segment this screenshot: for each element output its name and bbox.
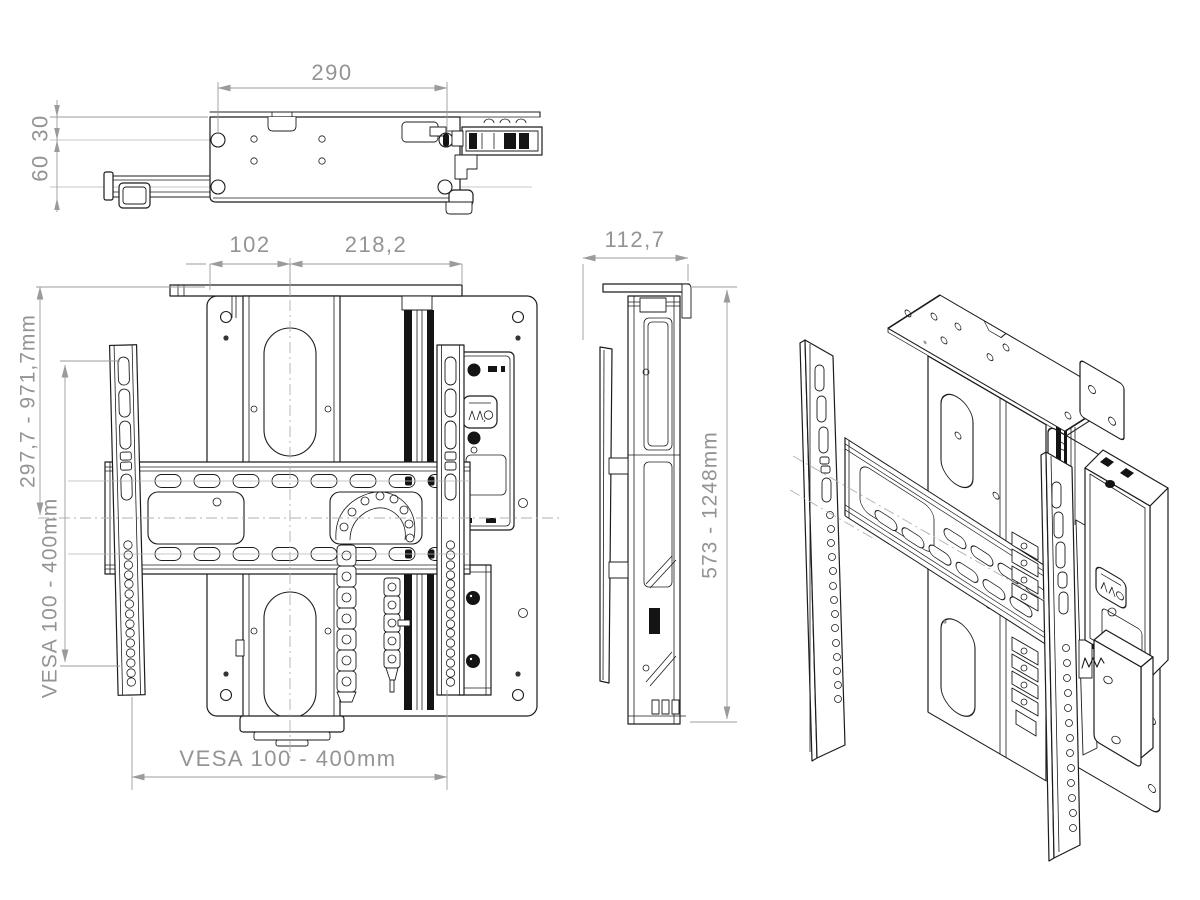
mount-hole <box>437 179 453 195</box>
dimension-side-depth: 112,7 <box>582 227 689 340</box>
brand-logo <box>462 395 498 429</box>
dimension-side-height-range: 573 - 1248mm <box>690 286 737 723</box>
top-plate-side <box>602 283 690 293</box>
control-box <box>457 351 515 531</box>
dimension-top-offsets: 30 60 <box>28 100 208 212</box>
mount-hole <box>210 179 226 195</box>
column-foot <box>275 739 309 747</box>
dim-30-label: 30 <box>28 114 53 141</box>
cable-chain-arc <box>335 491 416 543</box>
dimension-vesa-vertical: VESA 100 - 400mm <box>39 360 120 698</box>
screw-icon <box>467 363 481 377</box>
foot <box>445 201 473 215</box>
iso-centerline <box>792 455 1047 602</box>
iso-control-box <box>1084 449 1169 679</box>
dimension-vesa-horizontal: VESA 100 - 400mm <box>131 690 448 790</box>
side-view: 112,7 573 - 1248mm <box>582 227 737 725</box>
iso-panel-cutout <box>940 618 976 717</box>
dimension-front-top: 102 218,2 <box>186 232 463 296</box>
tv-rail-side-blade <box>599 346 613 684</box>
screw-icon <box>1105 480 1115 488</box>
dim-573-label: 573 - 1248mm <box>699 431 722 578</box>
front-view: 102 218,2 297,7 - 971,7mm VESA 100 - 400… <box>17 232 562 790</box>
dimension-top-width: 290 <box>217 60 448 133</box>
screw-icon <box>466 591 480 605</box>
iso-tv-rail-left <box>799 339 846 762</box>
dimension-height-range: 297,7 - 971,7mm <box>17 286 205 516</box>
iso-centerline <box>789 489 877 541</box>
dim-290-label: 290 <box>311 60 352 85</box>
dim-vesa-vertical-label: VESA 100 - 400mm <box>39 498 62 698</box>
clip-notch <box>267 117 297 132</box>
top-plate-edge <box>169 284 463 297</box>
dim-vesa-horizontal-label: VESA 100 - 400mm <box>179 746 396 771</box>
brand-logo <box>1095 566 1127 609</box>
latch-front <box>401 295 433 311</box>
dim-102-label: 102 <box>229 232 270 257</box>
dim-60-label: 60 <box>28 154 53 181</box>
tv-rail-right <box>436 344 465 696</box>
iso-lower-bracket <box>1093 629 1154 767</box>
isometric-view <box>789 294 1169 862</box>
terminal-strip-column <box>383 577 411 693</box>
dim-112-label: 112,7 <box>605 227 666 252</box>
dim-218-label: 218,2 <box>345 232 408 257</box>
top-view: 290 30 60 <box>28 60 543 215</box>
screw-icon <box>466 654 480 668</box>
iso-top-plate <box>887 294 1125 441</box>
dim-height-range-label: 297,7 - 971,7mm <box>17 314 40 488</box>
iso-panel-cutout <box>940 393 974 489</box>
power-connector <box>448 118 543 207</box>
iso-tv-rail-right <box>1040 451 1098 862</box>
slide-arm <box>103 171 214 209</box>
iso-spring <box>1081 657 1105 669</box>
tv-rail-left <box>108 344 146 696</box>
iso-terminal-stacks <box>1011 531 1039 737</box>
cable-chain-column <box>336 544 357 703</box>
screw-icon <box>467 431 481 445</box>
